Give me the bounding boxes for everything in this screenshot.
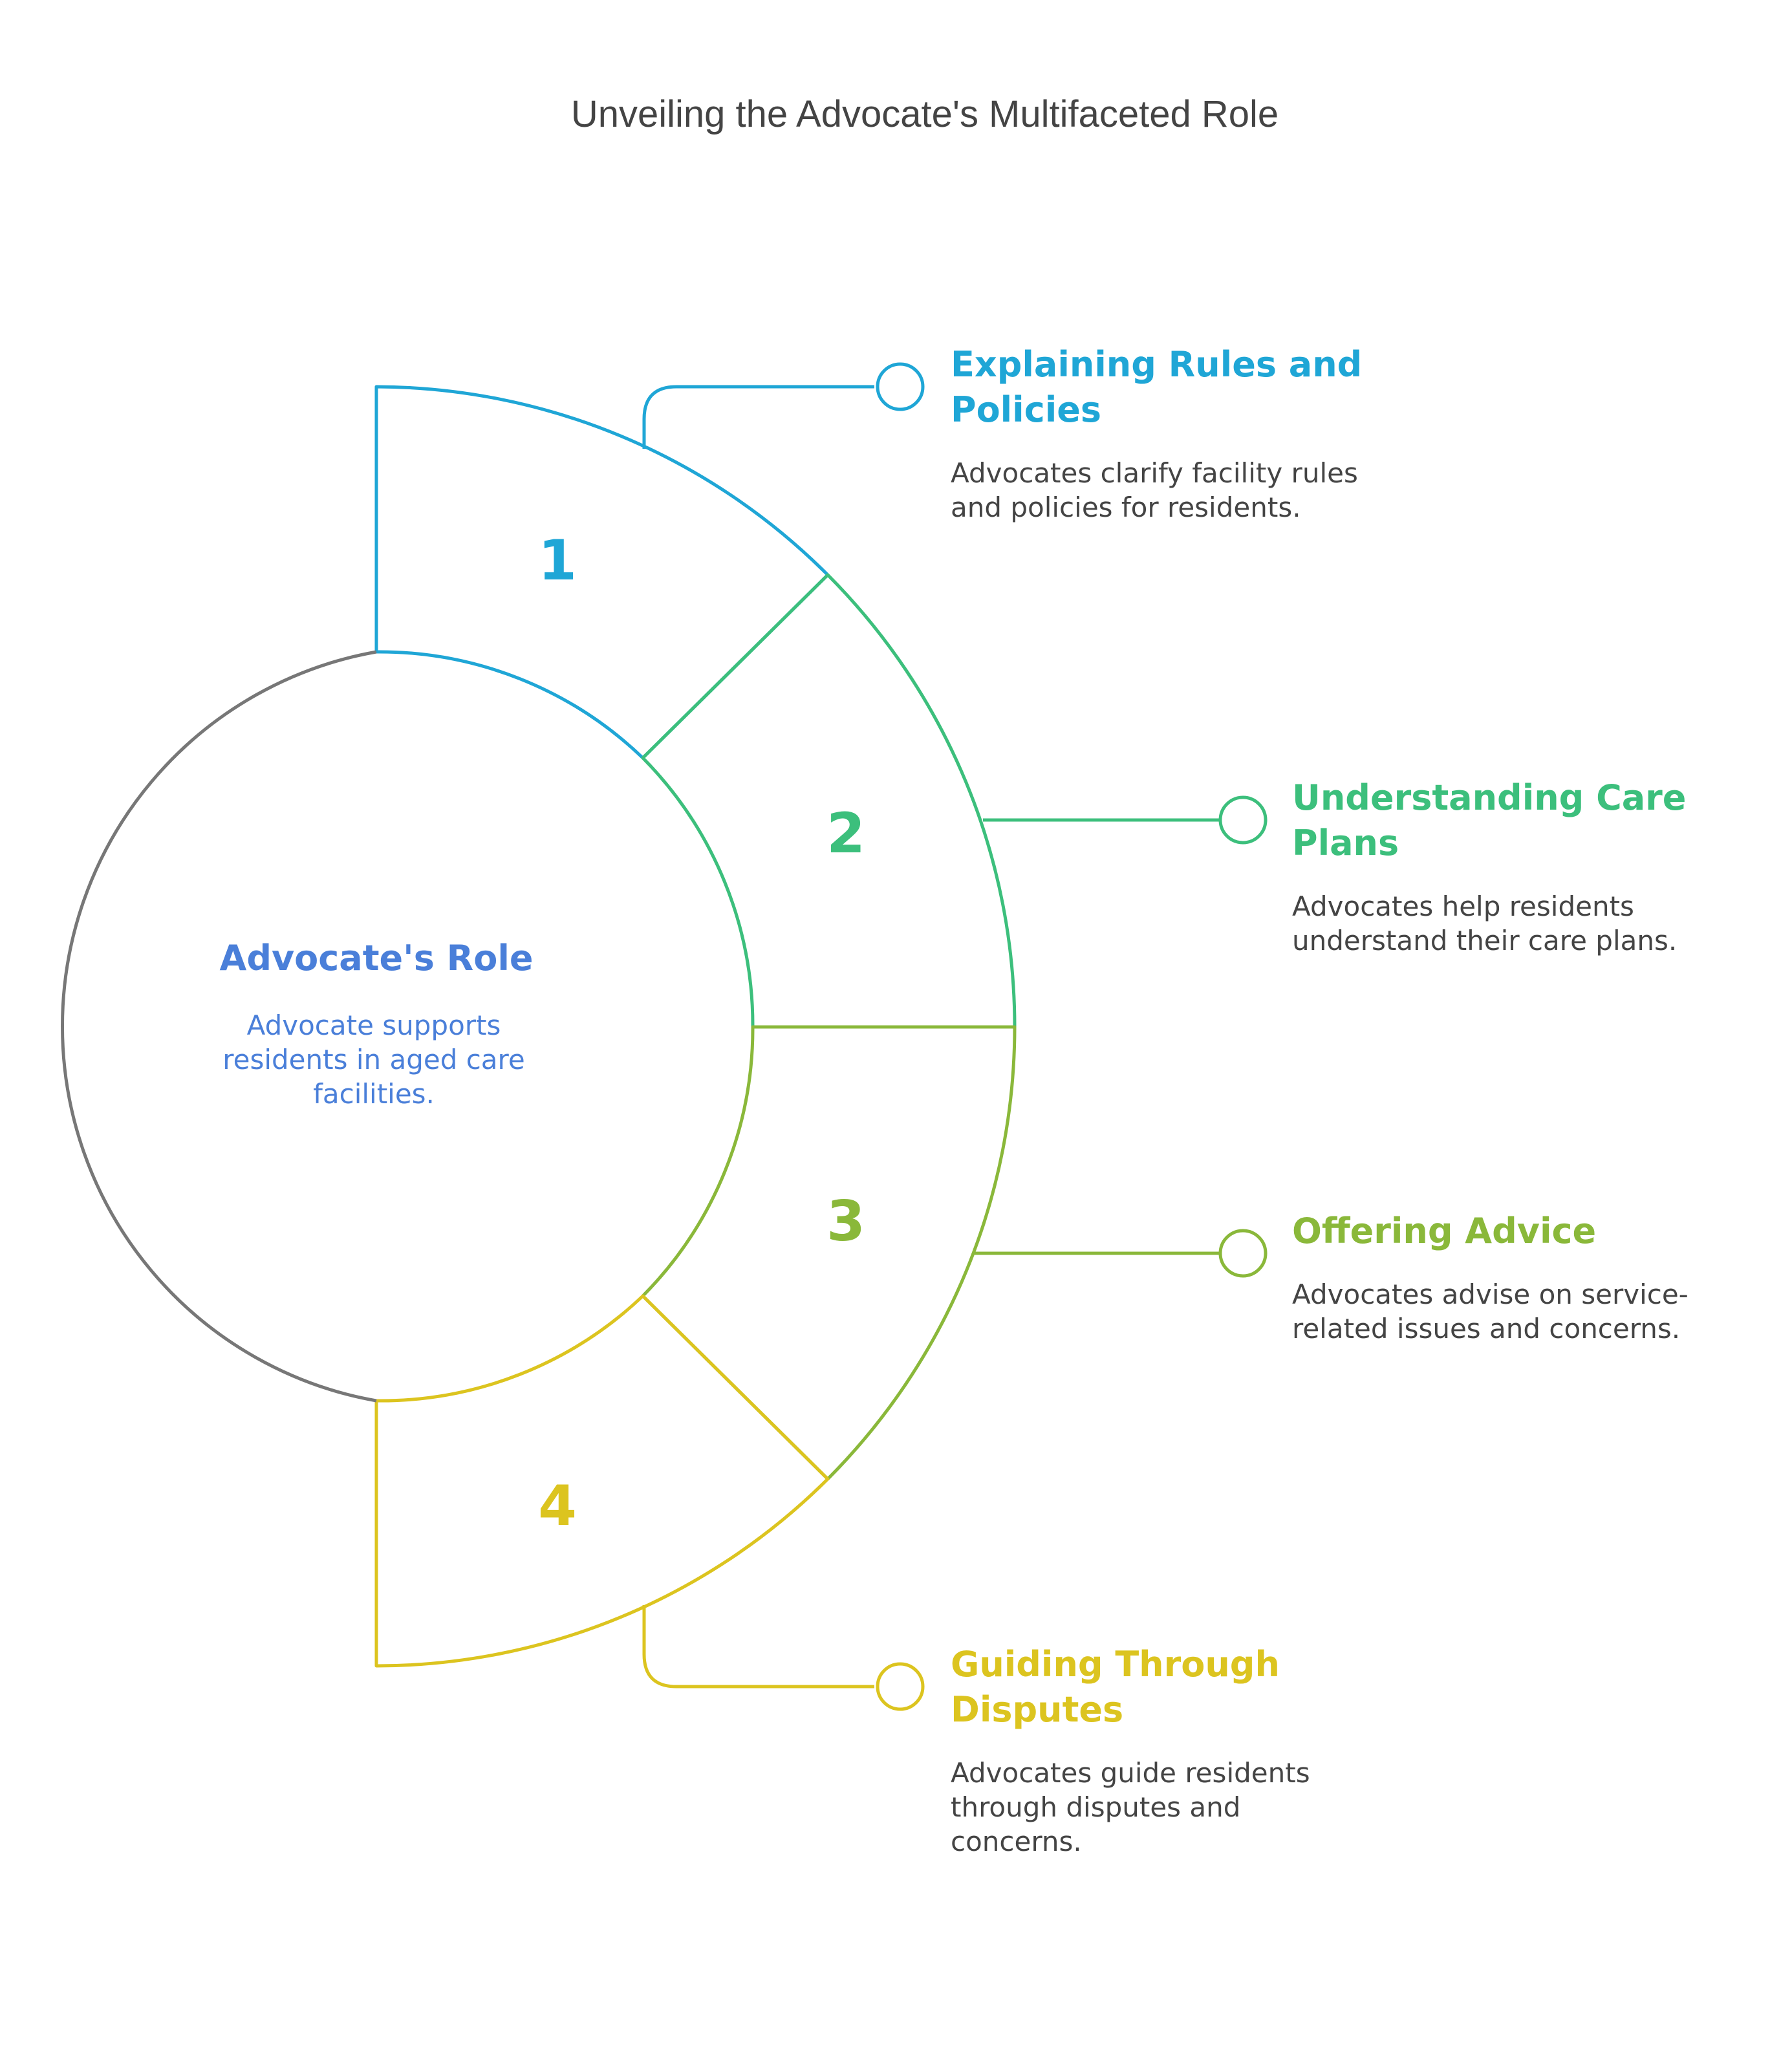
item-4-title: Guiding Through xyxy=(951,1644,1280,1685)
item-4-description: Advocates guide residents xyxy=(951,1757,1310,1789)
segment-1-outline xyxy=(374,385,830,760)
connector-2 xyxy=(983,795,1268,845)
center-circle: Advocate's Role Advocate supports reside… xyxy=(60,650,534,1403)
item-4: Guiding Through Disputes Advocates guide… xyxy=(951,1644,1310,1857)
center-description-line: facilities. xyxy=(313,1078,435,1110)
connector-1-dot xyxy=(876,362,925,411)
item-2: Understanding Care Plans Advocates help … xyxy=(1292,777,1686,956)
item-2-description: Advocates help residents xyxy=(1292,890,1634,922)
connector-1-line xyxy=(642,385,874,449)
segment-2: 2 xyxy=(641,573,1017,1029)
connector-4-dot xyxy=(876,1662,925,1711)
item-3-title: Offering Advice xyxy=(1292,1211,1596,1251)
item-2-description: understand their care plans. xyxy=(1292,925,1677,956)
item-1-title: Explaining Rules and xyxy=(951,344,1362,385)
center-description-line: Advocate supports xyxy=(247,1009,501,1041)
item-4-description: through disputes and xyxy=(951,1791,1240,1823)
item-1-description: Advocates clarify facility rules xyxy=(951,457,1358,489)
connector-3 xyxy=(973,1229,1268,1278)
item-3-description: related issues and concerns. xyxy=(1292,1313,1680,1344)
segment-4-outline xyxy=(374,1294,830,1668)
connector-3-dot xyxy=(1218,1229,1268,1278)
diagram-title: Unveiling the Advocate's Multifaceted Ro… xyxy=(571,93,1279,135)
item-4-title: Disputes xyxy=(951,1689,1123,1730)
connector-4 xyxy=(642,1605,925,1711)
item-1-title: Policies xyxy=(951,389,1101,430)
segment-3-number: 3 xyxy=(826,1189,865,1254)
item-2-title: Plans xyxy=(1292,823,1399,863)
center-description-line: residents in aged care xyxy=(222,1044,524,1075)
center-ring xyxy=(60,650,377,1403)
item-3-description: Advocates advise on service- xyxy=(1292,1279,1689,1310)
segment-1-number: 1 xyxy=(538,528,577,593)
item-2-title: Understanding Care xyxy=(1292,777,1686,818)
item-3: Offering Advice Advocates advise on serv… xyxy=(1292,1211,1689,1344)
segment-1: 1 xyxy=(374,385,830,760)
connector-1 xyxy=(642,362,925,449)
segment-2-number: 2 xyxy=(826,801,865,866)
item-1-description: and policies for residents. xyxy=(951,491,1301,523)
segment-3-outline xyxy=(641,1025,1017,1481)
segment-2-outline xyxy=(641,573,1017,1029)
connector-4-line xyxy=(642,1605,874,1689)
item-1: Explaining Rules and Policies Advocates … xyxy=(951,344,1362,523)
segment-4-number: 4 xyxy=(538,1474,577,1538)
segment-3: 3 xyxy=(641,1025,1017,1481)
connector-2-dot xyxy=(1218,795,1268,845)
segment-4: 4 xyxy=(374,1294,830,1668)
item-4-description: concerns. xyxy=(951,1826,1082,1857)
center-heading: Advocate's Role xyxy=(220,938,534,978)
